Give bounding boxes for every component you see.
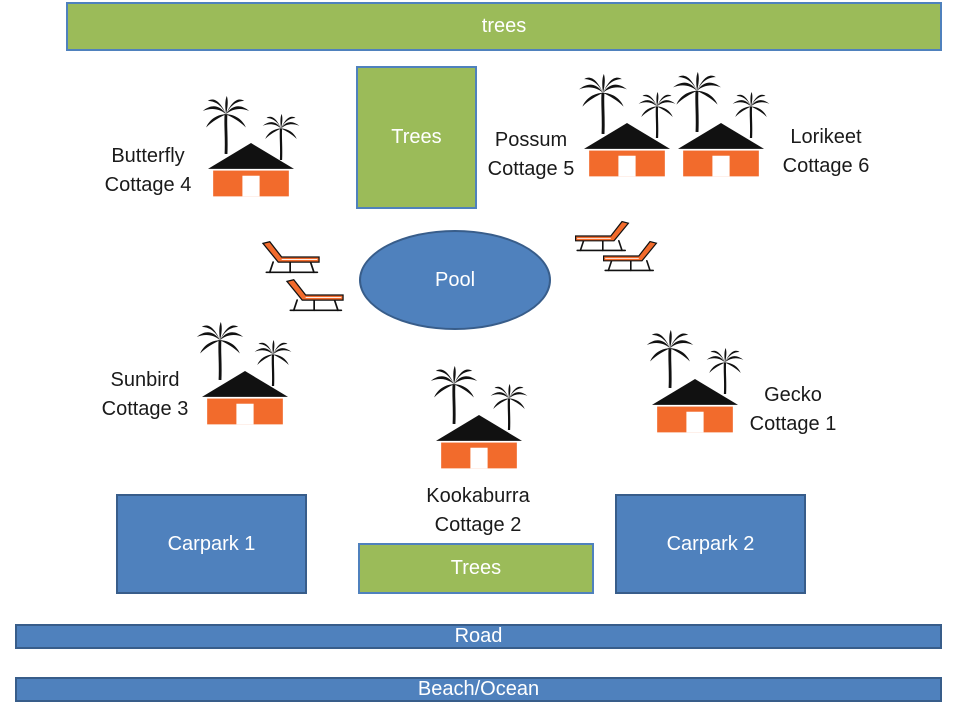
cottage-label-possum: Possum Cottage 5 [487,129,575,180]
center-trees-label: Trees [391,126,442,148]
beach-ocean: Beach/Ocean [15,677,942,702]
top-trees-label: trees [481,15,527,37]
bottom-trees-area: Trees [358,543,594,594]
sun-lounger-icon [282,278,348,312]
beach-ocean-label: Beach/Ocean [417,678,540,700]
top-trees-area: trees [66,2,942,51]
bottom-trees-label: Trees [450,557,502,579]
road-label: Road [454,625,503,647]
cottage-label-lorikeet: Lorikeet Cottage 6 [782,126,870,177]
center-trees-area: Trees [356,66,477,209]
sun-lounger-icon [258,240,324,274]
hut-icon [678,120,764,182]
cottage-label-sunbird: Sunbird Cottage 3 [101,369,189,420]
carpark-1: Carpark 1 [116,494,307,594]
hut-icon [584,120,670,182]
hut-icon [202,368,288,430]
pool: Pool [359,230,551,330]
hut-icon [652,376,738,438]
pool-label: Pool [434,268,476,291]
carpark-2: Carpark 2 [615,494,806,594]
cottage-label-butterfly: Butterfly Cottage 4 [104,145,192,196]
hut-icon [208,140,294,202]
cottage-label-kookaburra: Kookaburra Cottage 2 [426,485,530,536]
sun-lounger-icon [598,240,662,272]
carpark-1-label: Carpark 1 [167,532,256,555]
road: Road [15,624,942,649]
cottage-label-gecko: Gecko Cottage 1 [749,384,837,435]
carpark-2-label: Carpark 2 [666,532,755,555]
hut-icon [436,412,522,474]
